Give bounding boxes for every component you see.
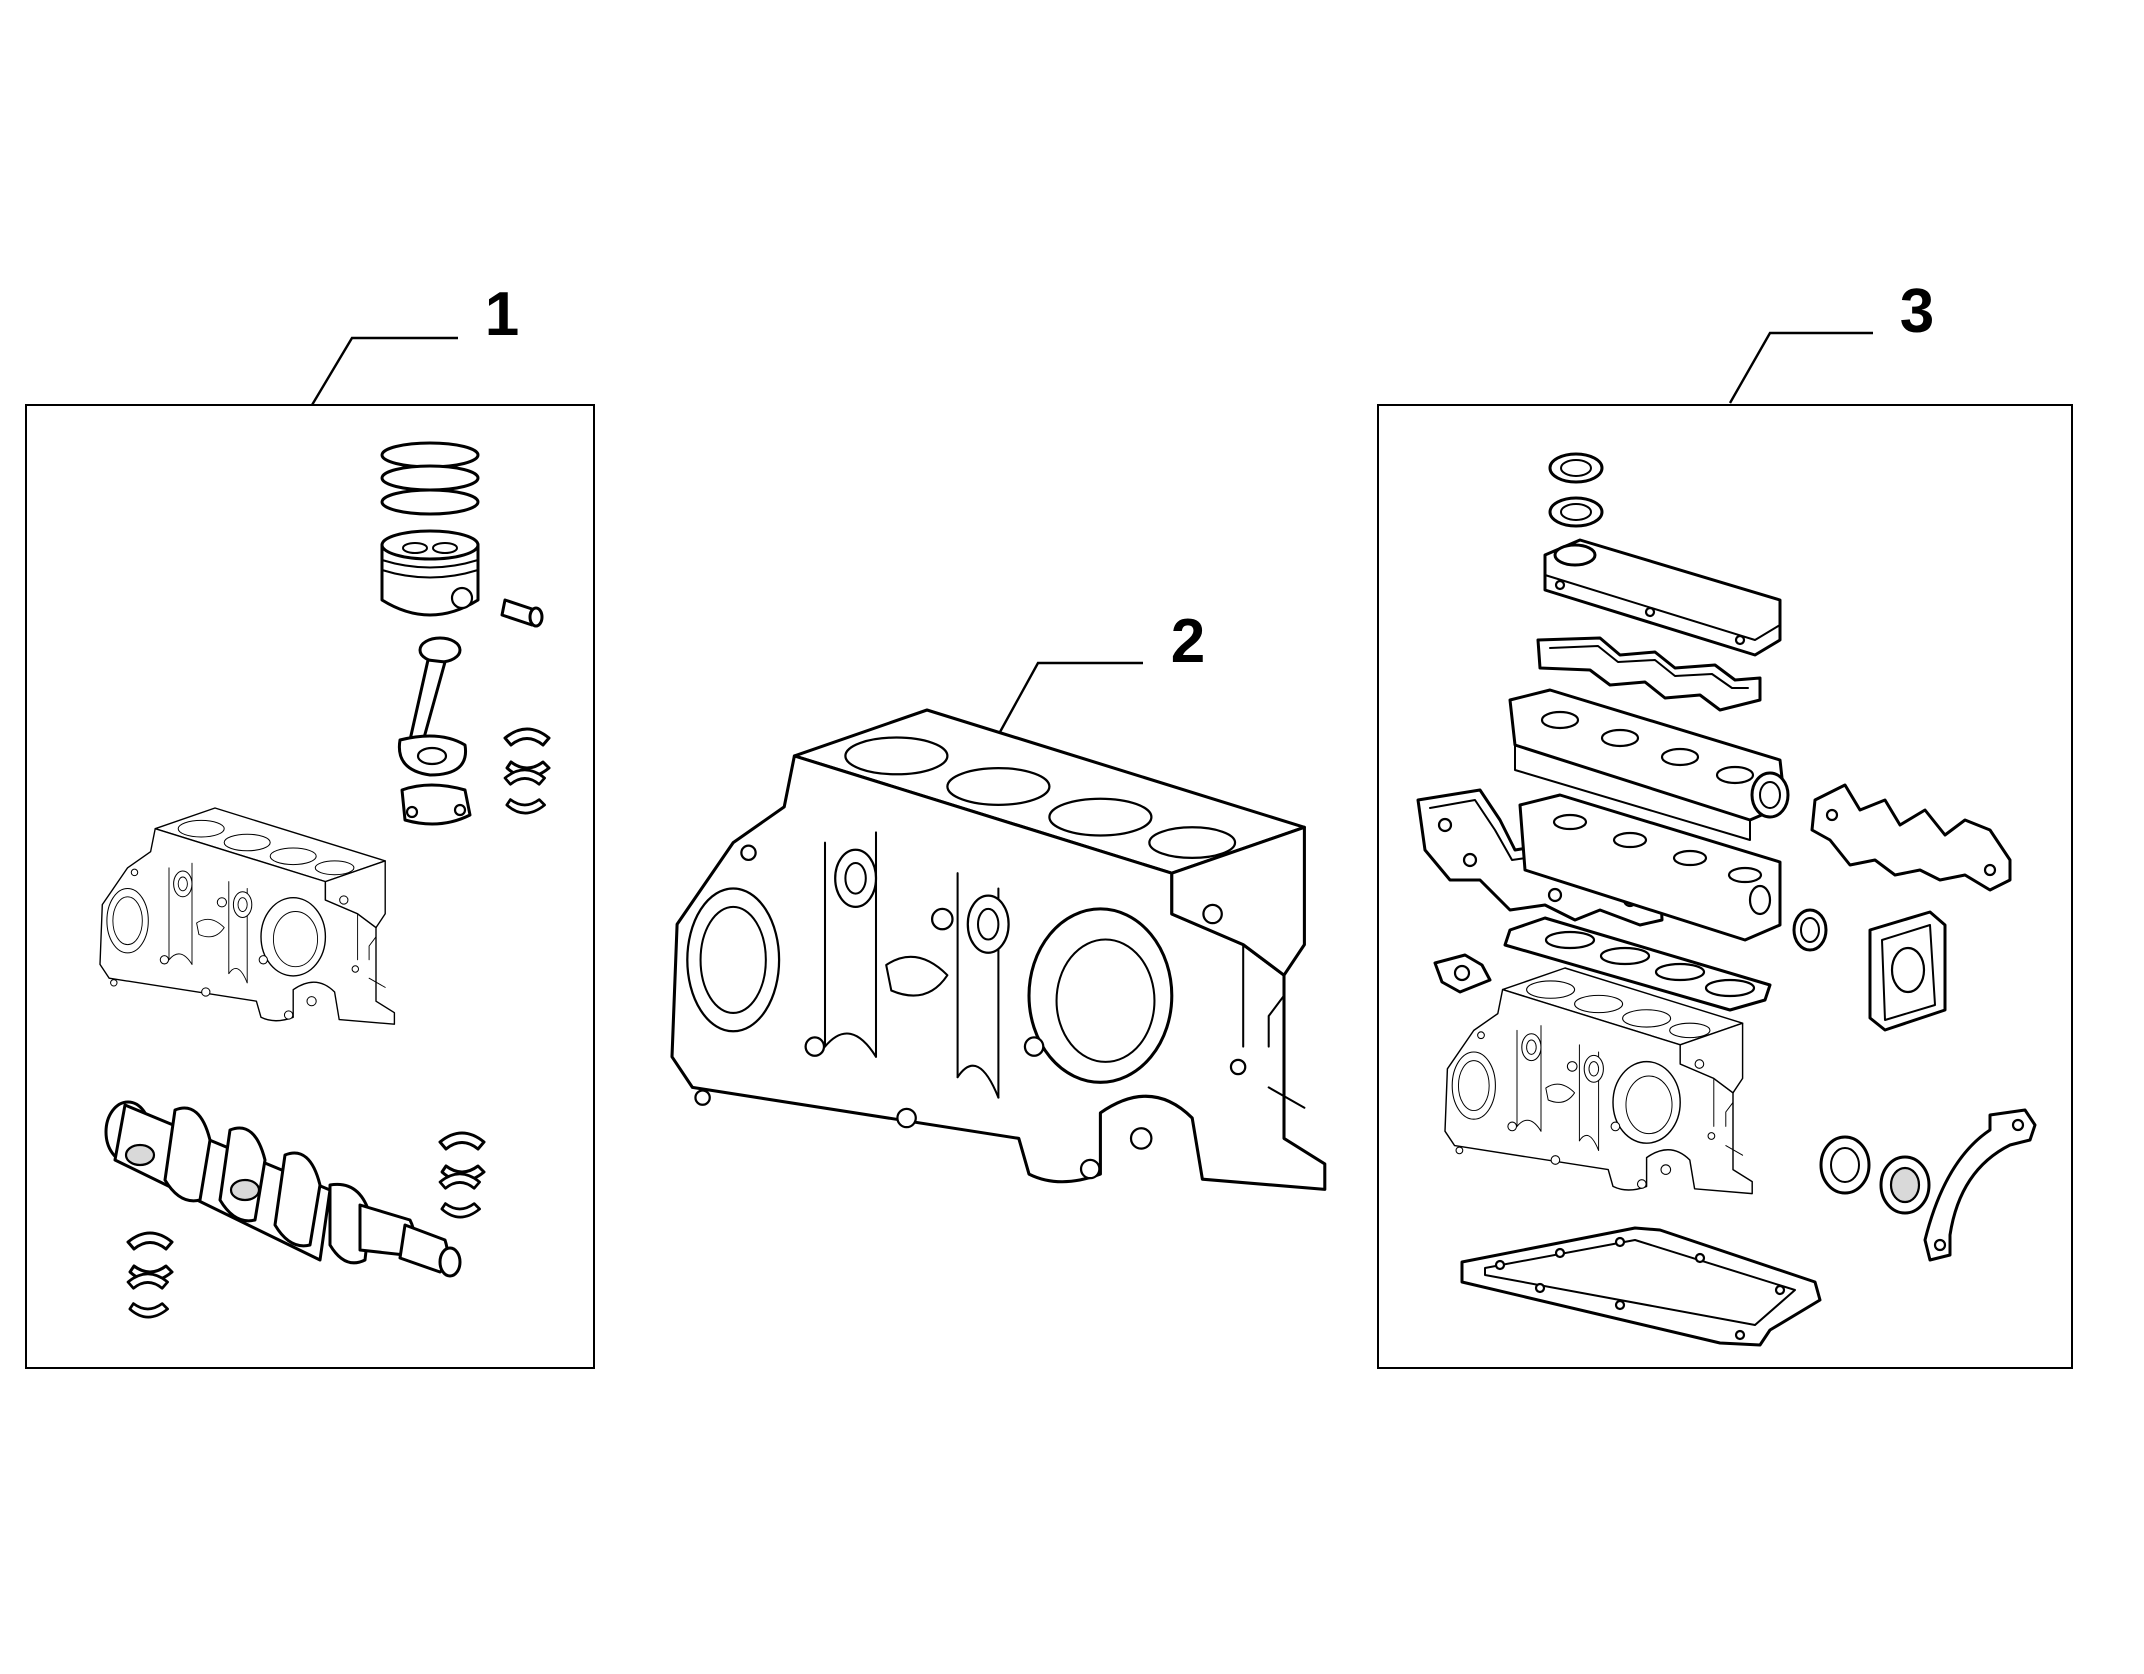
valve-cover xyxy=(1543,538,1782,657)
cylinder-head xyxy=(1508,688,1790,841)
oil-pan-gasket xyxy=(1460,1226,1822,1347)
callout-3: 3 xyxy=(1377,277,2073,1369)
piston xyxy=(380,529,480,617)
crankshaft xyxy=(104,1100,462,1278)
gasket-kit xyxy=(1416,452,2037,1347)
callout-2: 2 xyxy=(998,607,1205,733)
piston-pin xyxy=(500,598,544,628)
kit-frame-1 xyxy=(25,404,595,1369)
intake-manifold-gasket xyxy=(1810,783,2012,892)
callout-1: 1 xyxy=(25,280,595,1369)
thermostat-gasket xyxy=(1433,953,1492,994)
piston-rings xyxy=(380,441,480,516)
connecting-rod xyxy=(397,636,472,826)
kit-frame-3 xyxy=(1377,404,2073,1369)
crankshaft-seals xyxy=(1819,1135,1931,1215)
head-gasket xyxy=(1503,916,1772,1012)
water-pump-gasket xyxy=(1868,910,1947,1032)
engine-block-large xyxy=(670,708,1327,1191)
valve-seal-rings xyxy=(1548,452,1604,528)
callout-leader-2 xyxy=(998,661,1143,733)
callout-leader-3 xyxy=(1728,331,1873,404)
valve-cover-gasket xyxy=(1536,636,1762,712)
engine-block-small xyxy=(99,807,396,1025)
oil-seal-small xyxy=(1792,908,1828,952)
callout-leader-1 xyxy=(310,336,458,406)
cylinder-head-lower xyxy=(1518,793,1782,942)
rear-seal-carrier-gasket xyxy=(1923,1108,2037,1262)
callout-label-2: 2 xyxy=(1171,607,1205,676)
callout-label-1: 1 xyxy=(485,280,519,349)
callout-label-3: 3 xyxy=(1900,277,1934,346)
short-block-kit xyxy=(99,441,551,1319)
